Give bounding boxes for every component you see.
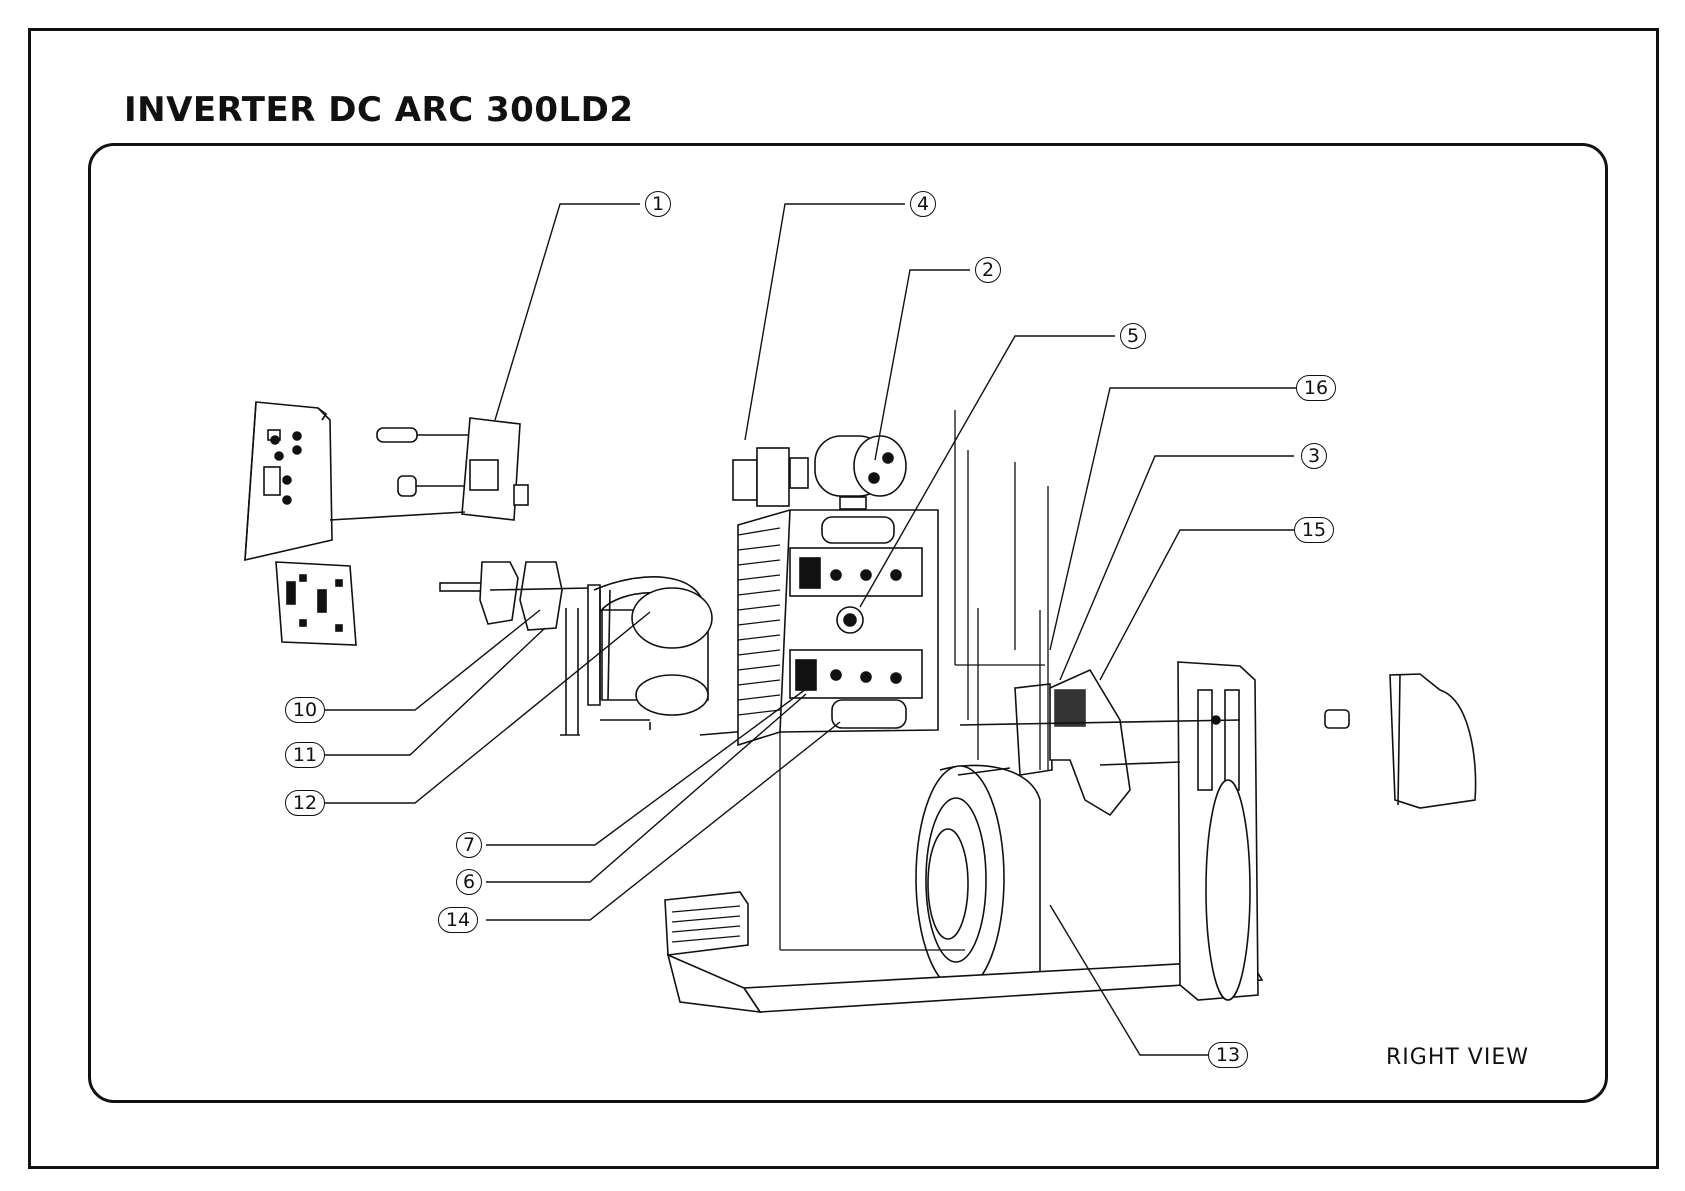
main-transformer-part-12 [560, 577, 760, 735]
output-terminals [440, 562, 590, 630]
callout-6: 6 [456, 869, 482, 895]
callout-7: 7 [456, 832, 482, 858]
rear-panel [1178, 662, 1258, 1000]
inductor-part-4 [733, 448, 808, 506]
callout-12: 12 [285, 790, 325, 816]
control-board-part-1 [330, 418, 528, 520]
callout-13: 13 [1208, 1042, 1248, 1068]
cooling-fan-part-13 [916, 765, 1040, 990]
callout-14: 14 [438, 907, 478, 933]
callout-16: 16 [1296, 375, 1336, 401]
capacitors-part-2 [815, 436, 906, 509]
callout-5: 5 [1120, 323, 1146, 349]
callout-2: 2 [975, 257, 1001, 283]
front-panel [245, 402, 332, 560]
callout-1: 1 [645, 191, 671, 217]
callout-10: 10 [285, 697, 325, 723]
callout-3: 3 [1301, 443, 1327, 469]
heat-sink-assembly [738, 510, 938, 745]
side-cover [1390, 674, 1476, 808]
callout-4: 4 [910, 191, 936, 217]
callout-15: 15 [1294, 517, 1334, 543]
rear-grille-plate [276, 562, 356, 645]
callout-11: 11 [285, 742, 325, 768]
